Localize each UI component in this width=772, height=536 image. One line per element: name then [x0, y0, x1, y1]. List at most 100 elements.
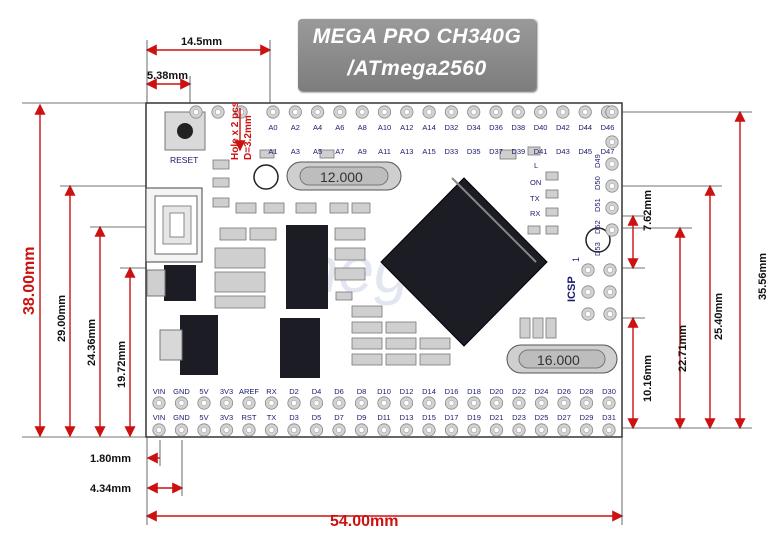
pin-label-top2-3: A7 — [335, 147, 344, 156]
pin-label-top2-7: A15 — [422, 147, 435, 156]
pin-label-top2-5: A11 — [378, 147, 391, 156]
pin-label-top2-6: A13 — [400, 147, 413, 156]
dim-right-35-56: 35.56mm — [757, 253, 769, 300]
pin-label-bottom1-19: D28 — [580, 387, 594, 396]
pin-label-top1-12: D40 — [534, 123, 548, 132]
pin-label-top1-6: A12 — [400, 123, 413, 132]
regulator-left — [159, 315, 218, 375]
pin-label-top1-2: A4 — [313, 123, 322, 132]
pin-label-right-0: D49 — [593, 154, 602, 168]
hole-note-2: D=3.2mm — [243, 115, 254, 160]
dim-right-25-40: 25.40mm — [713, 293, 725, 340]
pin-label-bottom2-4: RST — [242, 413, 257, 422]
pin-label-top2-2: A5 — [313, 147, 322, 156]
pin-label-bottom2-1: GND — [173, 413, 190, 422]
dim-left-24-36: 24.36mm — [86, 319, 98, 366]
title-line-2: /ATmega2560 — [347, 57, 487, 80]
icsp-header — [581, 263, 617, 321]
pin-label-top2-9: D35 — [467, 147, 481, 156]
mount-hole-right — [585, 227, 611, 253]
pin-label-right-3: D52 — [593, 220, 602, 234]
pin-label-bottom1-14: D18 — [467, 387, 481, 396]
pin-label-bottom2-6: D3 — [289, 413, 299, 422]
dim-bottom-1-80: 1.80mm — [90, 453, 131, 465]
pin-label-bottom1-18: D26 — [557, 387, 571, 396]
pin-label-top1-1: A2 — [291, 123, 300, 132]
dimension-lines — [34, 44, 746, 522]
pin-label-bottom2-9: D9 — [357, 413, 367, 422]
pin-label-top1-13: D42 — [556, 123, 570, 132]
led-labels: L ON TX RX — [530, 161, 541, 218]
pin-label-bottom2-12: D15 — [422, 413, 436, 422]
pin-label-bottom1-13: D16 — [445, 387, 459, 396]
dim-top-5-38: 5.38mm — [147, 70, 188, 82]
pin-label-bottom2-0: VIN — [153, 413, 166, 422]
pin-label-bottom2-3: 3V3 — [220, 413, 233, 422]
pin-label-bottom2-7: D5 — [312, 413, 322, 422]
pin-label-bottom1-8: D6 — [334, 387, 344, 396]
pin-label-bottom2-19: D29 — [580, 413, 594, 422]
pin-label-bottom1-11: D12 — [400, 387, 414, 396]
pin-label-bottom1-17: D24 — [535, 387, 549, 396]
hole-note-1: Hole x 2 pcs — [230, 101, 241, 160]
pin-label-top1-4: A8 — [358, 123, 367, 132]
pin-label-right-4: D53 — [593, 242, 602, 256]
pin-label-bottom1-4: AREF — [239, 387, 259, 396]
pin-label-bottom1-6: D2 — [289, 387, 299, 396]
pin-label-top1-7: A14 — [422, 123, 435, 132]
pin-label-bottom1-1: GND — [173, 387, 190, 396]
dimension-labels: 14.5mm 5.38mm 1.80mm 4.34mm 29.00mm 24.3… — [56, 36, 769, 495]
dim-right-22-71: 22.71mm — [677, 325, 689, 372]
ic-left-lower — [280, 318, 320, 378]
pin-label-bottom2-10: D11 — [377, 413, 390, 422]
pin-label-bottom1-20: D30 — [602, 387, 616, 396]
pin-label-top2-13: D43 — [556, 147, 570, 156]
pin-label-bottom1-5: RX — [266, 387, 276, 396]
pin-label-right-1: D50 — [593, 176, 602, 190]
pin-label-bottom2-2: 5V — [199, 413, 208, 422]
icsp-label: ICSP — [566, 276, 578, 302]
pin-label-top2-11: D39 — [511, 147, 525, 156]
title-box: MEGA PRO CH340G /ATmega2560 — [298, 19, 536, 91]
usb-connector — [145, 187, 203, 263]
pin-label-bottom2-18: D27 — [557, 413, 571, 422]
crystal-16mhz-label: 16.000 — [537, 352, 580, 368]
pin-label-top2-4: A9 — [358, 147, 367, 156]
pin-label-bottom1-9: D8 — [357, 387, 367, 396]
pin-label-bottom1-12: D14 — [422, 387, 436, 396]
dim-left-19-72: 19.72mm — [116, 341, 128, 388]
pin-label-bottom1-16: D22 — [512, 387, 526, 396]
pin-label-bottom1-2: 5V — [199, 387, 208, 396]
pin-label-bottom1-0: VIN — [153, 387, 166, 396]
pin-label-bottom1-10: D10 — [377, 387, 391, 396]
led-label-rx: RX — [530, 209, 540, 218]
led-label-tx: TX — [530, 194, 540, 203]
pin-label-bottom2-14: D19 — [467, 413, 481, 422]
led-label-l: L — [534, 161, 538, 170]
pin-label-bottom2-15: D21 — [490, 413, 504, 422]
pin-label-top2-1: A3 — [291, 147, 300, 156]
pin-label-bottom2-13: D17 — [445, 413, 459, 422]
pin-label-top1-14: D44 — [578, 123, 592, 132]
pin-label-top2-0: A1 — [268, 147, 277, 156]
mcu-chip — [380, 177, 548, 347]
pin-label-bottom1-3: 3V3 — [220, 387, 233, 396]
pin-label-bottom2-16: D23 — [512, 413, 526, 422]
pin-label-top1-9: D34 — [467, 123, 481, 132]
mount-hole-top — [253, 164, 279, 190]
pin-label-top1-15: D46 — [601, 123, 615, 132]
reset-label: RESET — [170, 155, 198, 165]
reset-button-cap — [177, 123, 193, 139]
title-line-1: MEGA PRO CH340G — [312, 25, 522, 48]
crystal-12mhz-label: 12.000 — [320, 169, 363, 185]
pin-label-top1-0: A0 — [268, 123, 277, 132]
pin-label-top2-14: D45 — [578, 147, 592, 156]
pin-label-right-2: D51 — [593, 198, 602, 212]
passive-components — [212, 146, 559, 366]
icsp-pin1: 1 — [571, 257, 581, 262]
pin-label-top2-12: D41 — [534, 147, 548, 156]
